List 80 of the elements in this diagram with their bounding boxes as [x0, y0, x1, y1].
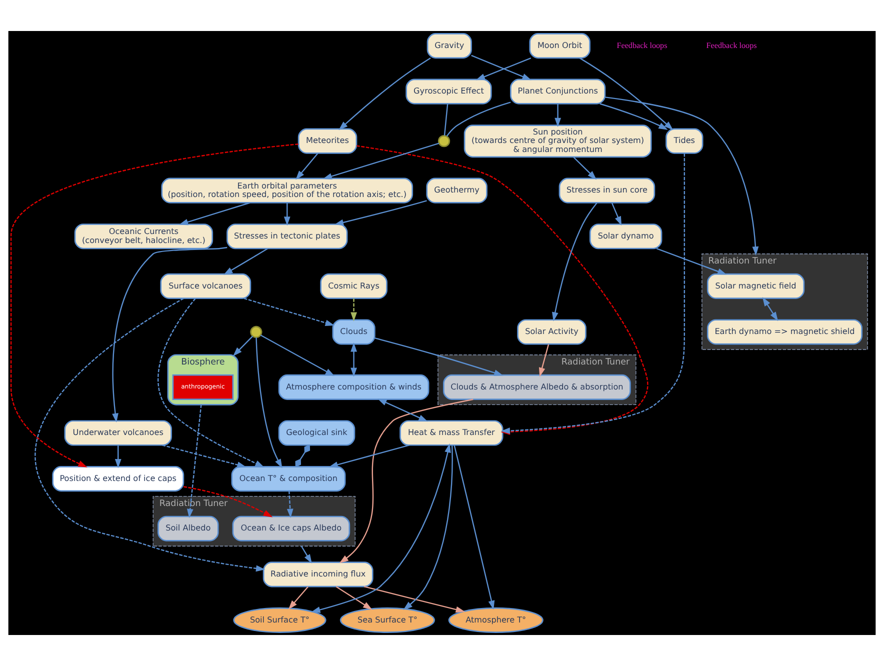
arrow — [336, 586, 372, 610]
arrow — [471, 54, 532, 80]
node-box: Meteorites — [298, 128, 358, 154]
node-box: Stresses in sun core — [558, 177, 656, 203]
node-box: Solar magnetic field — [706, 272, 805, 298]
arrow — [322, 142, 440, 179]
node-box: Solar Activity — [517, 318, 586, 344]
node-box: Clouds — [332, 318, 376, 344]
arrow — [374, 337, 504, 376]
arrow — [286, 490, 294, 518]
arrow — [288, 586, 308, 609]
node-box: Clouds & Atmosphere Albedo & absorption — [443, 374, 631, 400]
node-box: Sun position (towards centre of gravity of solar system) & angular momentum — [464, 124, 652, 158]
arrow — [112, 246, 228, 422]
node-box: Radiative incoming flux — [262, 561, 374, 587]
arrow — [552, 202, 598, 321]
node-box: Gyroscopic Effect — [406, 78, 492, 104]
arrow — [114, 444, 122, 468]
node-box: Tides — [666, 128, 704, 154]
arrow — [296, 152, 318, 180]
arrow — [284, 202, 290, 226]
arrow — [378, 398, 428, 422]
arrow — [186, 404, 202, 518]
connector — [444, 103, 448, 136]
node-box: Underwater volcanoes — [64, 420, 172, 446]
node-box: Earth orbital parameters (position, rotation speed, position of the rotation axis; etc.) — [161, 177, 414, 203]
arrow — [260, 334, 335, 376]
arrow — [364, 585, 466, 612]
node-box: Soil Albedo — [158, 515, 219, 541]
arrow — [572, 156, 597, 180]
node-box: Surface volcanoes — [160, 272, 252, 298]
node-circle — [250, 325, 262, 338]
node-box: Cosmic Rays — [320, 272, 388, 298]
node-box: Heat & mass Transfer — [400, 420, 504, 446]
node-box: Solar dynamo — [589, 223, 662, 249]
node-box: Planet Conjunctions — [510, 78, 606, 104]
arrow — [611, 202, 622, 226]
arrow — [762, 296, 778, 321]
node-box: Ocean T° & composition — [231, 465, 346, 492]
node-box: Geothermy — [426, 177, 488, 203]
node-box: Ocean & Ice caps Albedo — [232, 515, 350, 541]
connector — [446, 101, 511, 136]
arrow — [162, 444, 246, 468]
node-box: Position & extend of ice caps — [52, 465, 184, 492]
arrow — [328, 444, 410, 468]
arrow — [178, 202, 250, 225]
arrow — [605, 96, 759, 256]
arrow — [224, 248, 268, 274]
node-circle — [438, 134, 450, 147]
arrow — [232, 335, 254, 356]
arrow — [184, 486, 273, 517]
node-box: Gravity — [426, 32, 472, 58]
arrow — [334, 200, 427, 226]
arrow — [579, 57, 674, 130]
node-box: Geological sink — [278, 420, 356, 446]
arrow — [403, 444, 453, 610]
arrow — [350, 342, 357, 376]
arrow — [338, 56, 431, 130]
arrow — [350, 298, 357, 321]
arrow — [554, 103, 562, 127]
arrow — [158, 298, 264, 467]
arrow — [339, 398, 474, 563]
arrow — [600, 102, 668, 130]
arrow — [34, 297, 266, 572]
node-box: Moon Orbit — [529, 32, 590, 58]
arrow — [311, 442, 451, 612]
arrow — [256, 336, 282, 468]
node-box: Oceanic Currents (conveyor belt, halocline, etc.) — [74, 223, 214, 249]
arrow — [300, 545, 312, 564]
arrow — [454, 444, 495, 610]
node-ellipse: Sea Surface T° — [340, 606, 435, 632]
arrow — [10, 143, 298, 467]
arrow — [538, 344, 550, 376]
arrow — [476, 56, 532, 80]
node-box: Stresses in tectonic plates — [226, 223, 348, 249]
arrow — [244, 297, 334, 326]
arrow — [656, 247, 727, 274]
node-box: Atmosphere composition & winds — [278, 374, 430, 400]
connector — [295, 444, 310, 467]
node-box: Earth dynamo => magnetic shield — [706, 318, 862, 344]
